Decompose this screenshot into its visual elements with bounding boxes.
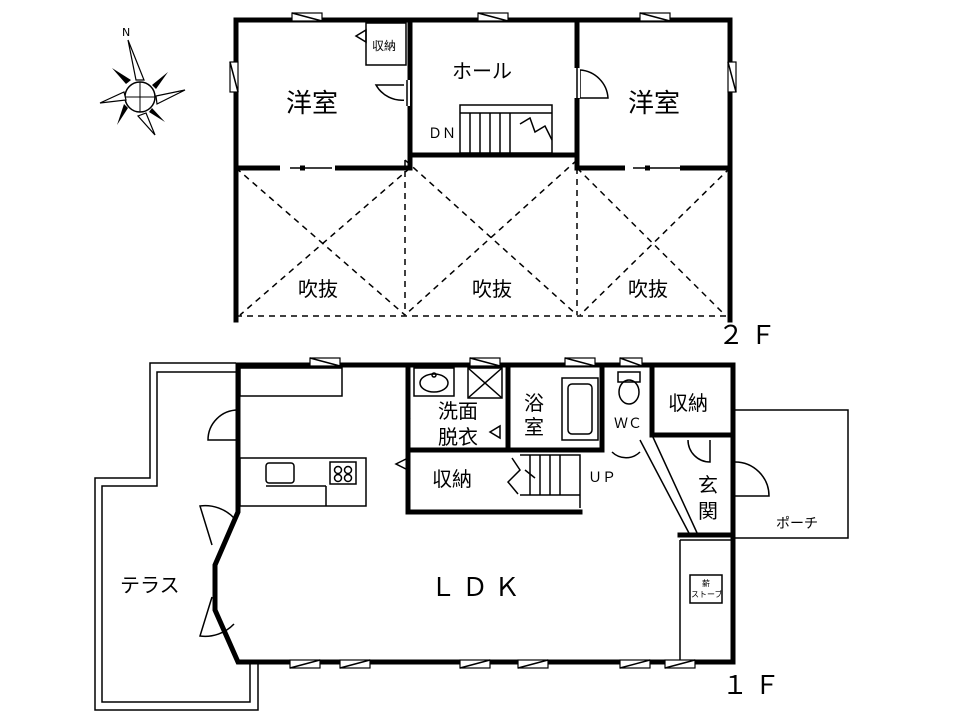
kitchen-counter-icon <box>239 367 367 507</box>
bathtub-icon <box>561 377 599 441</box>
washing-machine-icon <box>467 367 503 399</box>
room-label-hall: ホール <box>452 59 512 83</box>
room-label-washroom-2: 脱衣 <box>438 425 478 449</box>
windows-1f <box>289 357 696 669</box>
washbasin-icon <box>413 367 455 397</box>
room-label-entrance-2: 関 <box>698 499 718 523</box>
room-label-entrance-1: 玄 <box>698 473 718 497</box>
room-label-porch: ポーチ <box>776 516 818 532</box>
floor-2-plan: 洋室 収納 ホール ＤＮ 洋室 吹抜 吹抜 吹抜 ２Ｆ <box>229 12 782 351</box>
wood-stove-icon: 薪 ストーブ <box>689 574 723 604</box>
floor-label-2f: ２Ｆ <box>718 321 782 351</box>
compass-rose-icon: N <box>99 26 186 136</box>
stove-label-line1: 薪 <box>702 578 710 588</box>
room-label-wc: ＷＣ <box>614 416 642 432</box>
stair-dn-label: ＤＮ <box>428 126 456 142</box>
compass-north-label: N <box>122 26 130 39</box>
toilet-icon <box>617 371 641 405</box>
stair-up-label: ＵＰ <box>588 470 616 486</box>
room-label-western-left: 洋室 <box>286 89 338 119</box>
room-label-storage-2f: 収納 <box>372 39 396 53</box>
room-label-western-right: 洋室 <box>628 89 680 119</box>
void-label-left: 吹抜 <box>298 277 338 301</box>
room-label-bath-1: 浴 <box>524 391 544 415</box>
floor-1-plan: 薪 ストーブ 洗面 脱衣 浴 室 ＷＣ 収納 収納 ＵＰ 玄 関 ポーチ ＬＤＫ… <box>94 357 849 711</box>
windows-2f <box>229 12 737 93</box>
floor-label-1f: １Ｆ <box>722 671 786 701</box>
room-label-washroom-1: 洗面 <box>438 399 478 423</box>
void-label-right: 吹抜 <box>628 277 668 301</box>
room-label-terrace: テラス <box>120 573 180 597</box>
room-label-ldk: ＬＤＫ <box>430 573 526 603</box>
void-label-center: 吹抜 <box>472 277 512 301</box>
room-label-bath-2: 室 <box>524 415 544 439</box>
room-label-storage-center: 収納 <box>432 467 472 491</box>
stove-label-line2: ストーブ <box>691 589 723 599</box>
room-label-storage-right: 収納 <box>668 391 708 415</box>
stairs-1f-icon <box>506 454 581 508</box>
stairs-2f-icon <box>459 104 553 154</box>
